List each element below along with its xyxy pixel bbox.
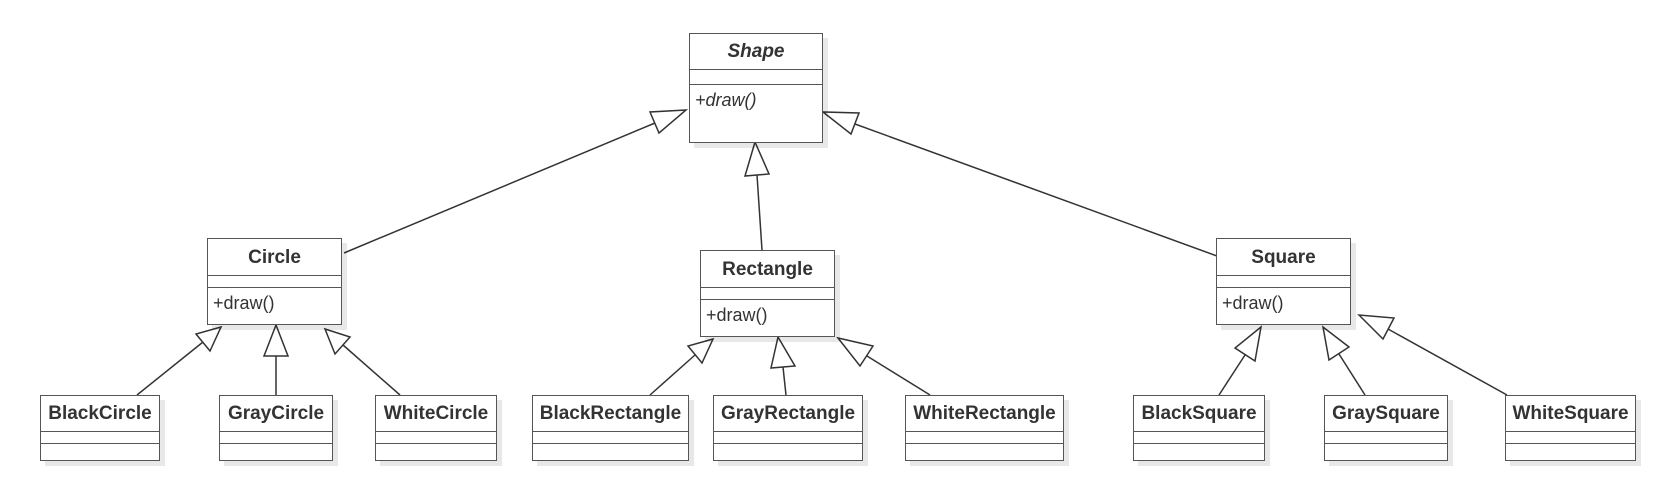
generalization-whitecircle-to-circle [323,327,401,396]
operations-compartment [1325,444,1447,458]
attributes-compartment [41,432,159,444]
class-name: Shape [690,34,822,70]
class-name: BlackRectangle [533,396,688,432]
attributes-compartment [690,70,822,85]
class-grayrectangle[interactable]: GrayRectangle [713,395,863,461]
attributes-compartment [714,432,862,444]
generalization-rectangle-to-shape [743,139,771,251]
generalization-blacksquare-to-square [1218,325,1263,396]
class-name: GraySquare [1325,396,1447,432]
generalization-graysquare-to-square [1321,325,1366,396]
class-blackcircle[interactable]: BlackCircle [40,395,160,461]
generalization-circle-to-shape [343,109,689,254]
generalization-grayrectangle-to-rectangle [770,334,797,396]
operation: +draw() [1222,293,1284,313]
class-name: BlackSquare [1134,396,1264,432]
class-whitecircle[interactable]: WhiteCircle [375,395,497,461]
class-graysquare[interactable]: GraySquare [1324,395,1448,461]
operations-compartment [1506,444,1635,458]
operations-compartment [376,444,496,458]
attributes-compartment [1134,432,1264,444]
attributes-compartment [906,432,1063,444]
generalization-graycircle-to-circle [262,322,290,395]
attributes-compartment [701,288,834,300]
attributes-compartment [208,276,341,288]
operations-compartment [533,444,688,458]
operation: +draw() [706,305,768,325]
generalization-whiterectangle-to-rectangle [836,336,931,396]
attributes-compartment [1325,432,1447,444]
class-name: Rectangle [701,251,834,288]
attributes-compartment [1217,276,1350,288]
operations-compartment [1134,444,1264,458]
class-blacksquare[interactable]: BlackSquare [1133,395,1265,461]
generalization-whitesquare-to-square [1357,314,1508,396]
operations-compartment [714,444,862,458]
operations-compartment [906,444,1063,458]
class-name: WhiteCircle [376,396,496,432]
class-rectangle[interactable]: Rectangle +draw() [700,250,835,337]
class-graycircle[interactable]: GrayCircle [219,395,333,461]
operation: +draw() [695,90,757,110]
class-name: Square [1217,239,1350,276]
class-circle[interactable]: Circle +draw() [207,238,342,325]
class-name: BlackCircle [41,396,159,432]
operations-compartment [220,444,332,458]
class-blackrectangle[interactable]: BlackRectangle [532,395,689,461]
class-name: Circle [208,239,341,276]
class-name: WhiteSquare [1506,396,1635,432]
attributes-compartment [533,432,688,444]
attributes-compartment [376,432,496,444]
class-shape[interactable]: Shape +draw() [689,33,823,143]
class-name: GrayRectangle [714,396,862,432]
attributes-compartment [220,432,332,444]
class-name: WhiteRectangle [906,396,1063,432]
class-whiterectangle[interactable]: WhiteRectangle [905,395,1064,461]
class-whitesquare[interactable]: WhiteSquare [1505,395,1636,461]
generalization-square-to-shape [820,111,1218,257]
attributes-compartment [1506,432,1635,444]
generalization-blackrectangle-to-rectangle [649,337,715,396]
generalization-blackcircle-to-circle [136,325,223,396]
class-name: GrayCircle [220,396,332,432]
operations-compartment [41,444,159,458]
class-square[interactable]: Square +draw() [1216,238,1351,325]
operation: +draw() [213,293,275,313]
